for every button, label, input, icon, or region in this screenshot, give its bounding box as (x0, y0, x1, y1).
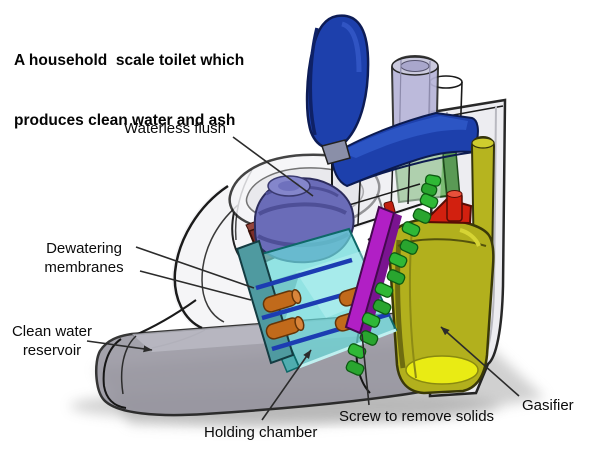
title-line-2: produces clean water and ash (14, 112, 236, 129)
label-holding-chamber: Holding chamber (204, 424, 318, 441)
leader-holding-chamber (261, 349, 312, 421)
leader-gasifier (440, 326, 520, 397)
leader-screw (361, 333, 370, 406)
toilet-seat (321, 111, 479, 188)
leader-dewatering-2 (139, 270, 252, 301)
leader-dewatering-1 (135, 246, 255, 289)
screw-flights (345, 174, 442, 376)
label-clean-water-reservoir: Clean water reservoir (4, 322, 100, 360)
leader-lines (86, 136, 520, 421)
seat-hinge (321, 139, 351, 165)
leader-waterless-flush (232, 136, 314, 197)
label-dewatering-line-1: Dewatering (46, 240, 122, 257)
leader-clean-water (86, 340, 153, 353)
label-clean-water-line-1: Clean water (11, 323, 93, 340)
label-gasifier: Gasifier (522, 397, 574, 414)
solids-screw (344, 174, 442, 376)
label-dewatering-line-2: membranes (44, 259, 124, 276)
label-screw: Screw to remove solids (339, 408, 495, 425)
toilet-lid (305, 14, 370, 150)
label-waterless-flush: Waterless flush (124, 120, 226, 137)
label-clean-water-line-2: reservoir (22, 342, 82, 359)
label-dewatering-membranes: Dewatering membranes (36, 239, 132, 277)
page-title: A household scale toilet which produces … (14, 11, 244, 151)
title-line-1: A household scale toilet which (14, 52, 245, 69)
